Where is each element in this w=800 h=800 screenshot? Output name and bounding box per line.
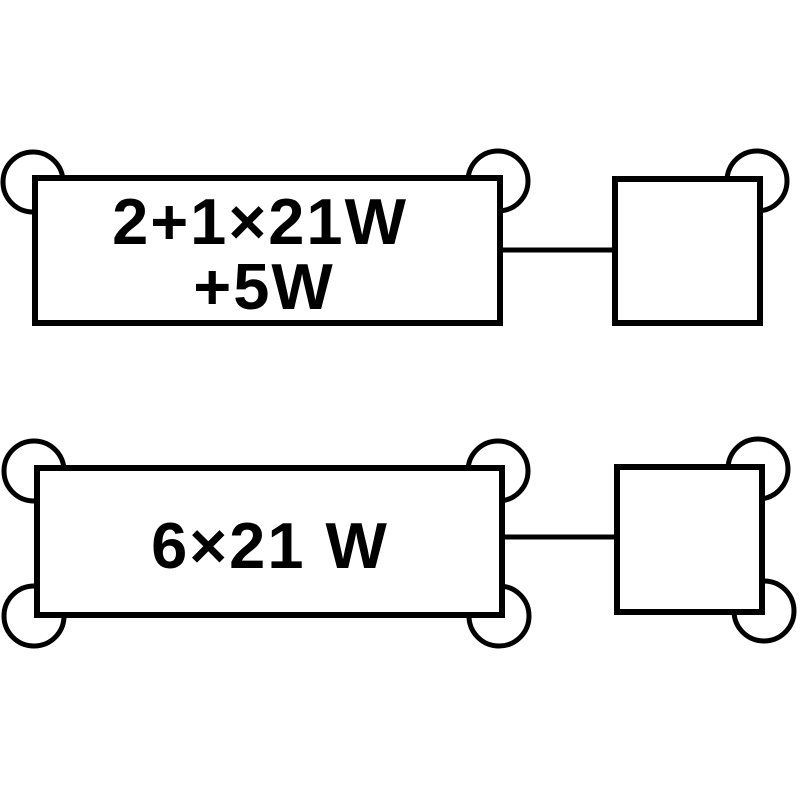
lamp-block xyxy=(34,465,505,618)
relay-block xyxy=(612,176,763,326)
bottom-lamp-circuit: 6×21 W xyxy=(1,436,797,649)
lamp-rating-label-line1: 2+1×21W xyxy=(112,185,408,258)
lamp-rating-label: 6×21 W xyxy=(151,509,389,582)
lamp-block xyxy=(32,175,503,326)
relay-block xyxy=(614,464,765,615)
lamp-rating-label-line2: +5W xyxy=(193,250,334,323)
top-lamp-circuit: 2+1×21W +5W xyxy=(0,148,790,326)
